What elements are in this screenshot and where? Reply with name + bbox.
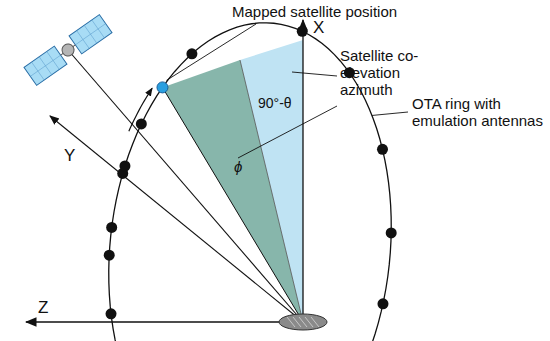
callout-label: OTA ring with emulation antennas [412, 96, 546, 130]
emulation-antenna [386, 227, 397, 238]
x-axis [302, 20, 303, 322]
emulation-antenna [104, 250, 115, 261]
azimuth-wedge [162, 60, 303, 322]
satellite [24, 15, 112, 86]
angle-label: 90°-θ [258, 96, 292, 112]
mapped-direction-line [162, 87, 303, 322]
leader-line [372, 112, 408, 115]
leader-line [238, 106, 337, 158]
device-grid [287, 317, 319, 327]
axis-label: X [313, 18, 324, 37]
wedge-edge [240, 60, 303, 322]
emulation-antenna [106, 308, 117, 319]
axis-label: Z [38, 298, 48, 317]
z-axis [26, 321, 303, 322]
emulation-antenna [297, 26, 308, 37]
emulation-antenna [136, 118, 147, 129]
emulation-antenna [106, 222, 117, 233]
leader-line [166, 24, 256, 80]
emulation-antenna [377, 144, 388, 155]
axis-label: Y [64, 146, 75, 165]
mapping-arrow [129, 88, 152, 131]
angle-label: ϕ [234, 159, 242, 176]
emulation-antenna [377, 298, 388, 309]
y-axis [50, 116, 303, 322]
mapped-position-dot [157, 82, 168, 93]
device-under-test [279, 314, 327, 330]
callout-label: Satellite co-elevation azimuth [340, 48, 436, 98]
emulation-antenna [119, 161, 130, 172]
satellite-line [68, 50, 303, 322]
emulation-antenna [186, 48, 197, 59]
leader-line [292, 72, 337, 76]
